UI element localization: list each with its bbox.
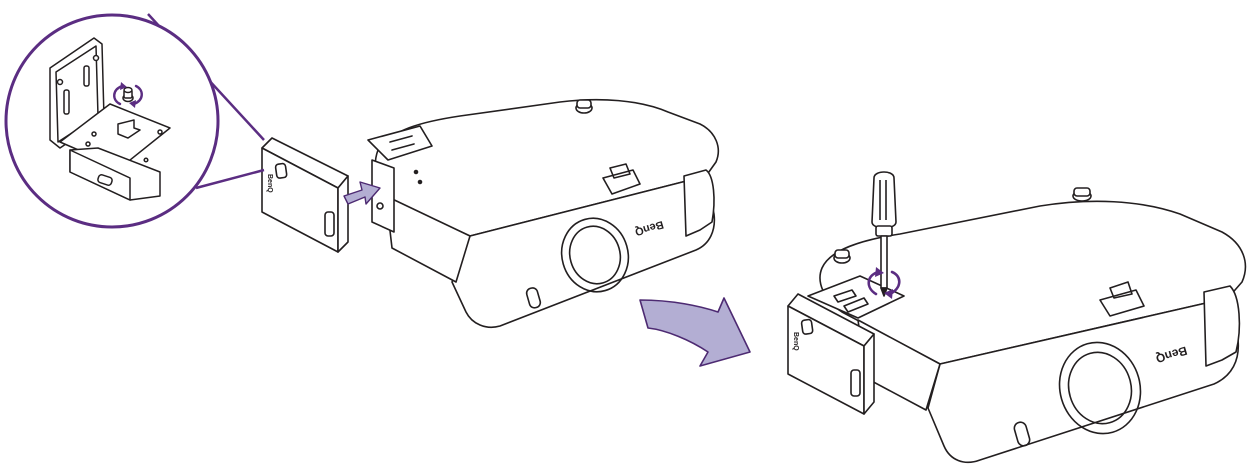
- projector-right-side: [1204, 286, 1239, 366]
- module-port: [801, 319, 813, 334]
- zoom-callout-icon: [6, 14, 264, 227]
- projector-step1: BenQ: [368, 100, 718, 328]
- wireless-module-step1: BenQ: [262, 138, 348, 252]
- svg-text:BenQ: BenQ: [792, 332, 799, 351]
- svg-text:BenQ: BenQ: [266, 174, 273, 193]
- module-port: [275, 163, 287, 178]
- next-step-arrow-icon: [640, 298, 750, 366]
